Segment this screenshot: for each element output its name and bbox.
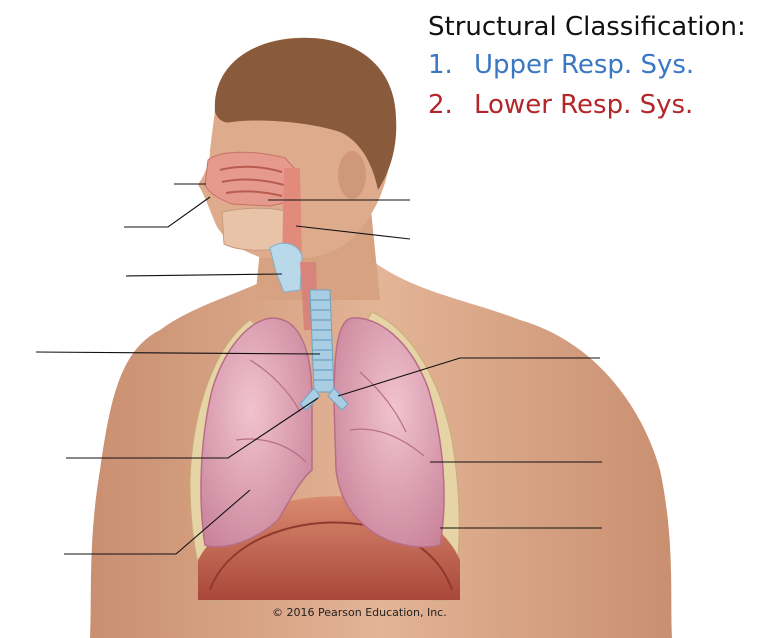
right-lung-fissures <box>349 371 425 457</box>
legend-item-lower: 2. Lower Resp. Sys. <box>428 86 693 124</box>
legend-item-upper: 1. Upper Resp. Sys. <box>428 46 694 84</box>
leader-line <box>337 357 600 397</box>
legend-item-number: 1. <box>428 50 453 80</box>
leader-line <box>125 273 283 277</box>
nasal-conchae <box>219 165 285 197</box>
diaphragm-edge <box>209 521 453 591</box>
legend-item-label: Lower Resp. Sys. <box>474 90 694 120</box>
bronchi <box>299 387 349 411</box>
legend-item-label: Upper Resp. Sys. <box>474 50 695 80</box>
trachea <box>309 289 335 393</box>
left-lung-fissures <box>235 359 307 463</box>
ear <box>338 151 366 199</box>
leader-line <box>66 397 319 459</box>
left-lung <box>200 317 313 548</box>
leader-line <box>35 351 321 355</box>
leader-line <box>64 489 251 555</box>
leader-lines <box>35 183 602 555</box>
legend-heading: Structural Classification: <box>428 12 746 42</box>
leader-line <box>124 196 211 228</box>
larynx <box>269 242 303 293</box>
tracheal-rings <box>311 299 334 381</box>
hair <box>214 37 397 191</box>
copyright-notice: © 2016 Pearson Education, Inc. <box>272 606 447 619</box>
leader-line <box>295 225 411 240</box>
legend-item-number: 2. <box>428 90 453 120</box>
